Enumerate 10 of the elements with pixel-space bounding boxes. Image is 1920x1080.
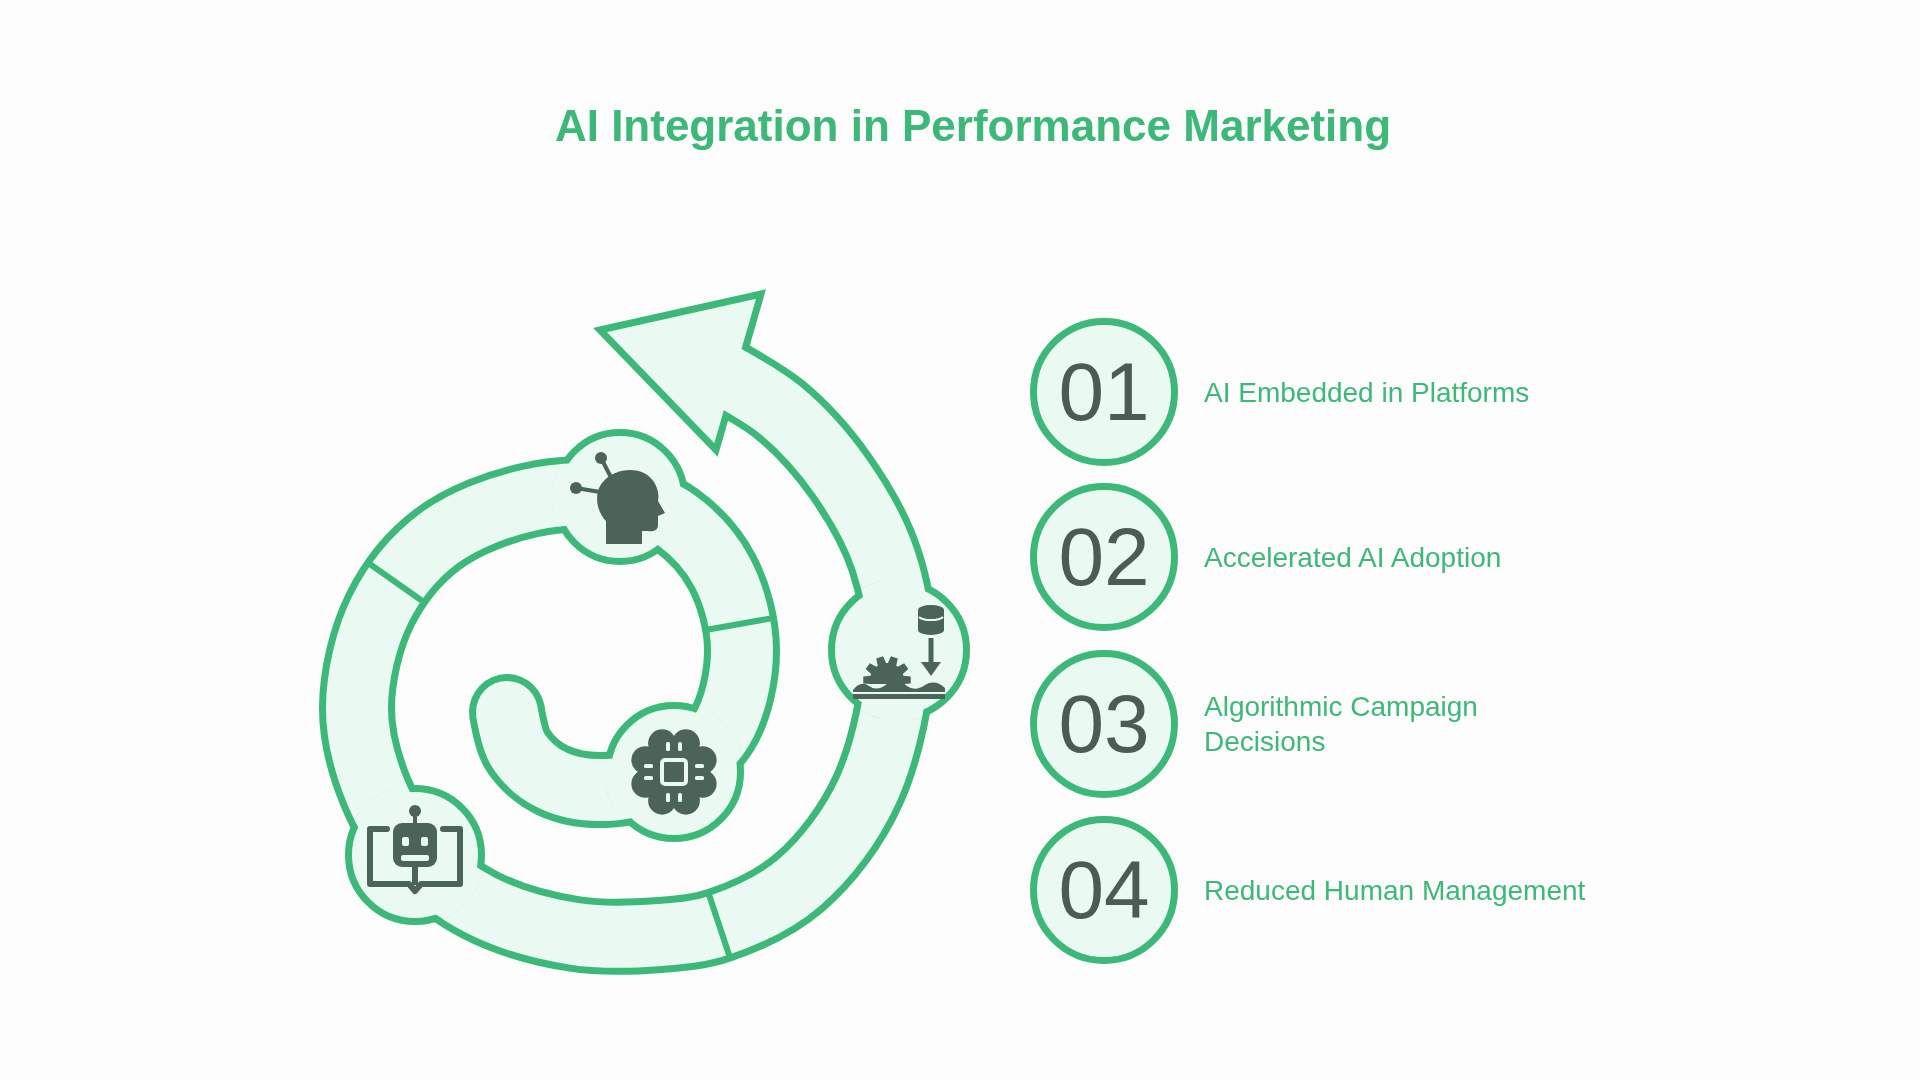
step-label: Accelerated AI Adoption [1204, 540, 1502, 575]
icon-circle [345, 785, 485, 925]
diagram-title: AI Integration in Performance Marketing [554, 100, 1392, 152]
step-label: Reduced Human Management [1204, 873, 1586, 908]
step-number: 04 [1058, 849, 1150, 931]
step-number: 01 [1058, 351, 1150, 433]
step-label: AI Embedded in Platforms [1204, 375, 1530, 410]
step-number: 02 [1058, 516, 1150, 598]
step-label: Algorithmic Campaign Decisions [1204, 690, 1479, 759]
step-number: 03 [1058, 683, 1150, 765]
